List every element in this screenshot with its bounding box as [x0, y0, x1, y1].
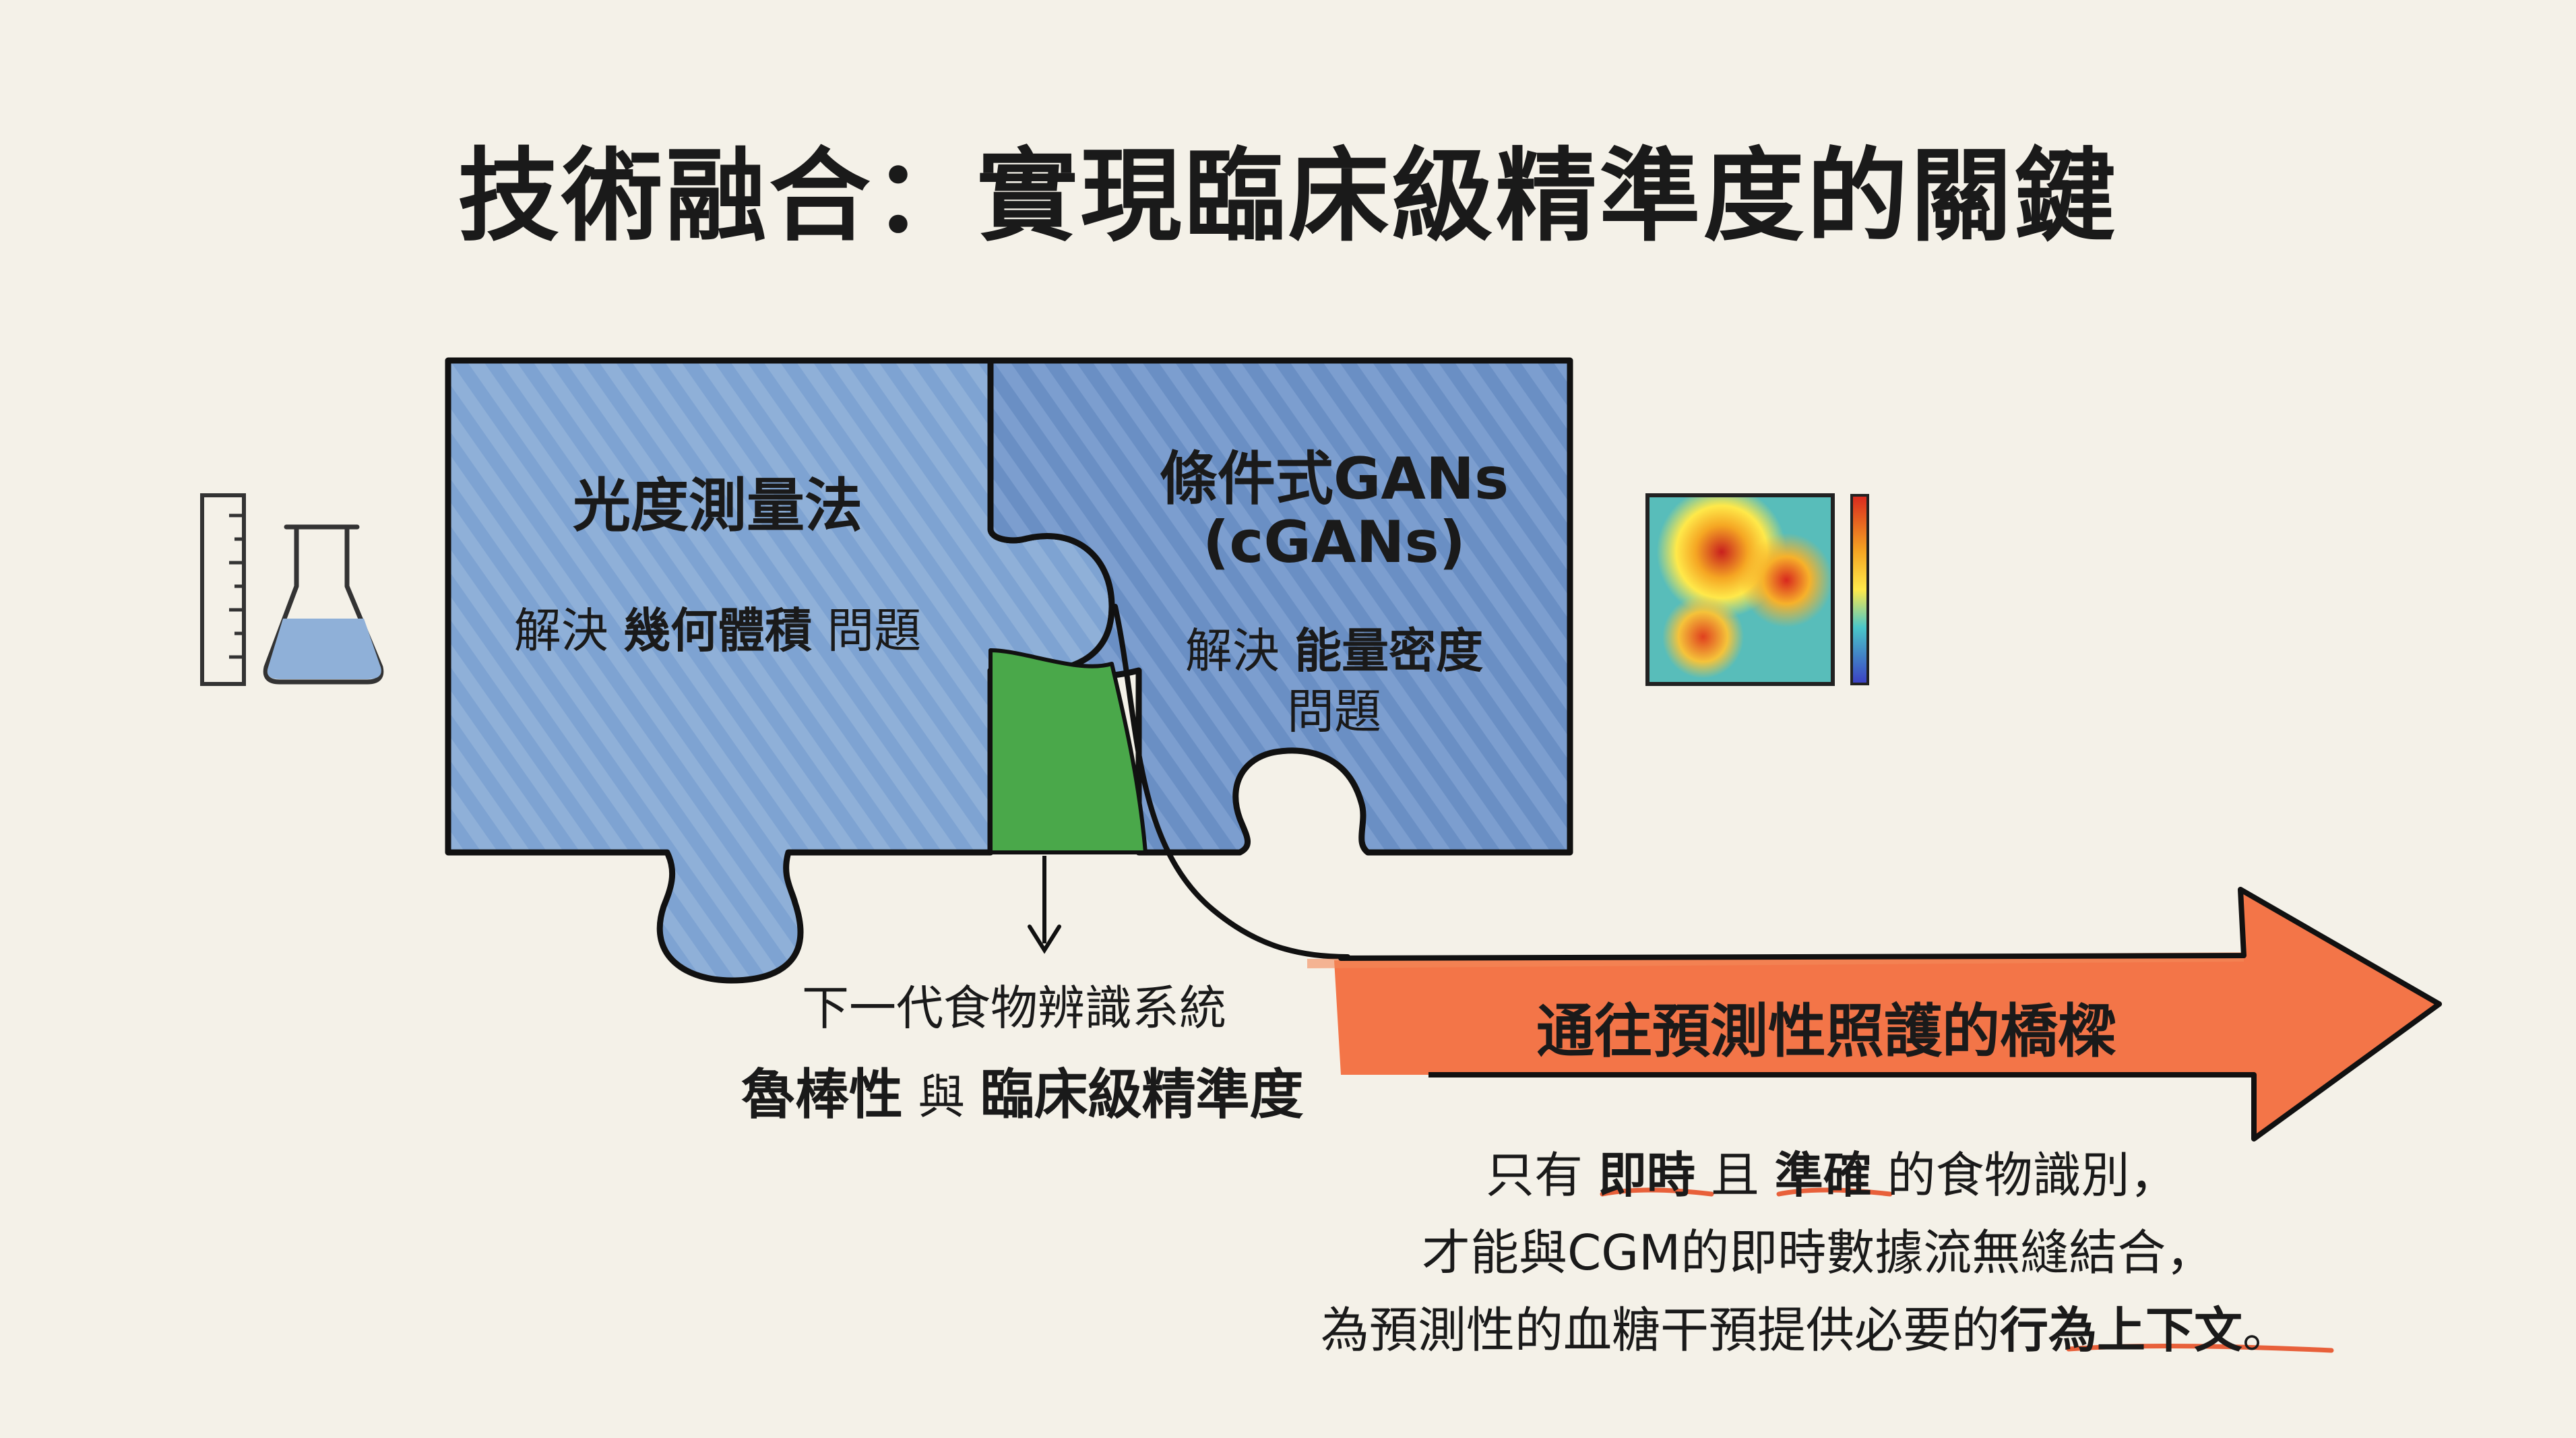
puzzle-piece-right — [987, 357, 1573, 856]
body-l3-b: 行為上下文 — [2000, 1302, 2243, 1358]
center-note-conj: 與 — [918, 1069, 966, 1125]
right-piece-sub-bold: 能量密度 — [1294, 623, 1484, 679]
bridge-arrow — [1307, 887, 2442, 1142]
emphasis-underlines — [1600, 1187, 2334, 1353]
right-piece-sub-prefix: 解決 — [1185, 623, 1280, 679]
heatmap-icon — [1645, 493, 1869, 686]
right-piece-title-line1: 條件式GANs — [1159, 445, 1509, 513]
left-piece-title: 光度測量法 — [573, 472, 862, 540]
left-piece-sub-bold: 幾何體積 — [623, 603, 812, 658]
body-line1: 只有 即時 且 準確 的食物識別， — [1486, 1135, 2178, 1206]
left-piece-sub-suffix: 問題 — [827, 603, 922, 658]
overlap-region — [988, 648, 1148, 854]
body-l1-e: 的食物識別， — [1887, 1147, 2178, 1203]
body-l3-c: 。 — [2242, 1302, 2292, 1358]
arrow-label: 通往預測性照護的橋樑 — [1536, 998, 2116, 1065]
flask-icon — [263, 524, 384, 685]
body-l1-c: 且 — [1710, 1147, 1759, 1203]
center-note-bold2: 臨床級精準度 — [980, 1063, 1304, 1126]
down-arrow — [1028, 856, 1061, 954]
body-l3-a: 為預測性的血糖干預提供必要的 — [1321, 1302, 2001, 1358]
right-piece-title-line2: (cGANs) — [1203, 509, 1466, 576]
page-title: 技術融合：實現臨床級精準度的關鍵 — [458, 138, 2118, 255]
left-piece-sub-prefix: 解決 — [513, 603, 608, 658]
body-line2: 才能與CGM的即時數據流無縫結合， — [1422, 1224, 2215, 1281]
body-l1-a: 只有 — [1486, 1147, 1583, 1203]
body-l1-d: 準確 — [1774, 1147, 1872, 1203]
left-piece-subtitle: 解決 幾何體積 問題 — [448, 593, 987, 661]
body-l1-b: 即時 — [1598, 1147, 1695, 1203]
connector-curve — [1112, 604, 1350, 960]
center-note-bold1: 魯棒性 — [741, 1063, 903, 1126]
right-piece-subtitle-line2: 問題 — [1287, 684, 1381, 739]
center-note-line1: 下一代食物辨識系統 — [802, 980, 1226, 1036]
center-note-line2: 魯棒性 與 臨床級精準度 — [741, 1051, 1304, 1129]
right-piece-subtitle: 解決 能量密度 — [1105, 613, 1563, 681]
body-line3: 為預測性的血糖干預提供必要的行為上下文。 — [1321, 1290, 2291, 1361]
ruler-icon — [200, 493, 246, 686]
